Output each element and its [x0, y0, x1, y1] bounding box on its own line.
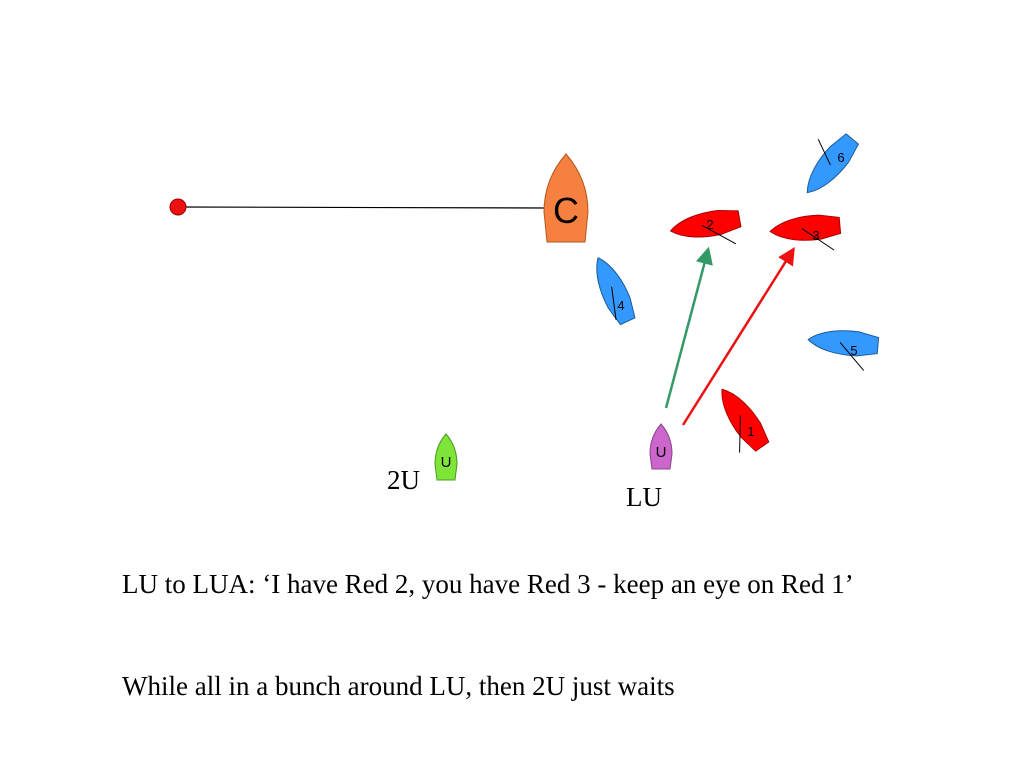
second-umpire-boat: U: [434, 433, 458, 481]
lead-umpire-boat-hull: [649, 423, 673, 470]
second-umpire-boat-hull: [434, 433, 458, 481]
red-boat-1-number: 1: [747, 424, 754, 439]
red-boat-3-sail: [801, 228, 835, 251]
blue-boat-5: 5: [807, 330, 880, 371]
red-boat-2-sail: [701, 224, 737, 245]
blue-boat-5-number: 5: [850, 343, 857, 358]
blue-boat-5-hull: [807, 330, 880, 357]
red-boat-2-number: 2: [706, 217, 713, 232]
blue-boat-5-sail: [839, 341, 865, 371]
pin-mark: [169, 198, 187, 216]
red-boat-2-hull: [669, 209, 742, 238]
red-boat-1-hull: [721, 388, 770, 452]
second-umpire-boat-letter: U: [441, 454, 452, 471]
arrow-to-red-2: [664, 246, 713, 409]
blue-boat-6-number: 6: [837, 150, 844, 165]
blue-boat-6-hull: [806, 133, 860, 194]
start-line: [179, 206, 546, 209]
blue-boat-4: 4: [596, 257, 636, 326]
red-boat-3-number: 3: [812, 228, 819, 243]
red-boat-1-sail: [739, 415, 741, 453]
committee-boat-hull: [543, 153, 589, 243]
blue-boat-6-sail: [817, 138, 831, 166]
red-boat-3-hull: [769, 214, 842, 241]
lead-umpire-boat: U: [649, 423, 673, 470]
second-umpire-label: 2U: [387, 465, 420, 495]
lead-umpire-boat-letter: U: [656, 444, 667, 461]
blue-boat-4-sail: [611, 286, 617, 321]
red-boat-3: 3: [769, 214, 842, 251]
caption-bunch-note: While all in a bunch around LU, then 2U …: [122, 671, 675, 701]
blue-boat-4-hull: [596, 257, 636, 326]
blue-boat-6: 6: [806, 133, 860, 194]
red-boat-1: 1: [721, 388, 770, 453]
committee-boat: C: [543, 153, 589, 243]
arrow-to-red-3: [681, 247, 795, 426]
lead-umpire-label: LU: [626, 482, 662, 512]
blue-boat-4-number: 4: [617, 298, 624, 313]
caption-radio-message: LU to LUA: ‘I have Red 2, you have Red 3…: [122, 569, 854, 599]
committee-boat-letter: C: [553, 190, 579, 231]
red-boat-2: 2: [669, 209, 742, 245]
